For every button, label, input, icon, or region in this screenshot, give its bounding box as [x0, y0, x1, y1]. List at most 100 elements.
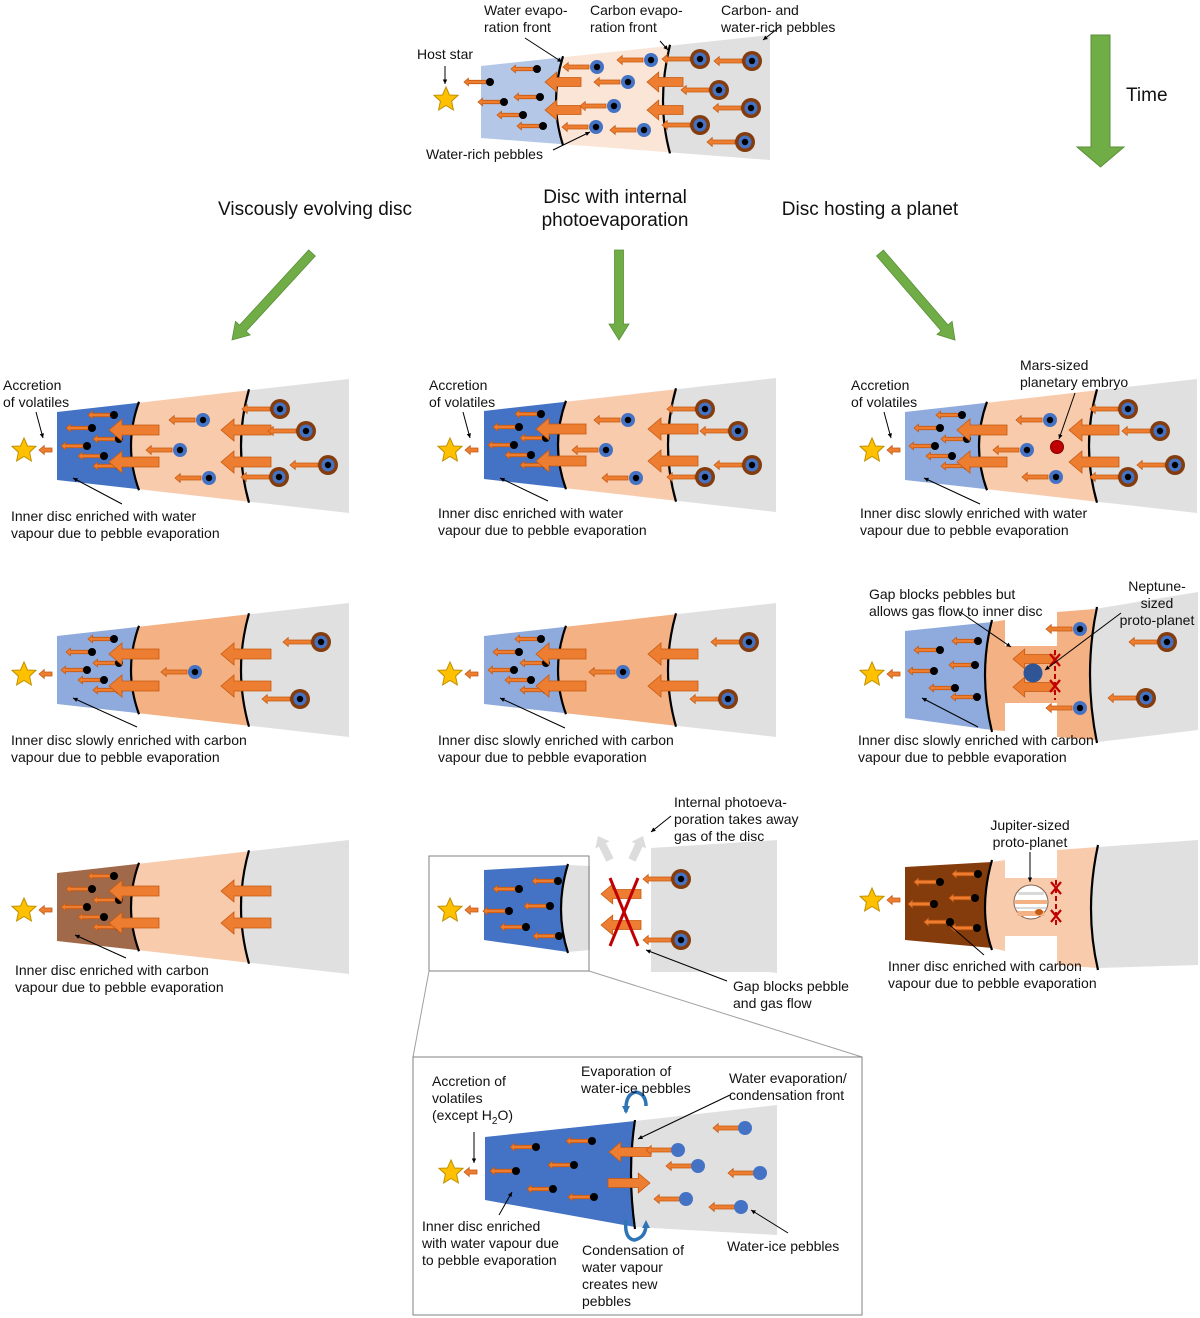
- mars-sized-embryo-icon: [1050, 440, 1064, 454]
- leader-arrowhead: [73, 478, 78, 483]
- vapour-molecule-icon: [930, 900, 938, 908]
- time-arrow-icon: [1075, 34, 1126, 168]
- pebble-core-icon: [696, 121, 704, 129]
- outer-disc-zone: [668, 603, 776, 737]
- carbon-evaporation-front: [666, 613, 678, 727]
- pebble-core-icon: [1052, 473, 1060, 481]
- pebble-drift-arrow: [992, 444, 1020, 456]
- pebble-core-icon: [1076, 704, 1084, 712]
- gas-flow-arrow: [220, 674, 272, 698]
- vapour-molecule-icon: [971, 661, 979, 669]
- outer-disc-zone: [1090, 592, 1198, 742]
- pebble-drift-arrow: [1045, 623, 1073, 635]
- outer-disc-zone: [1089, 379, 1197, 513]
- vapour-molecule-icon: [522, 923, 530, 931]
- leader-arrowhead: [922, 698, 927, 703]
- pebble-core-icon: [624, 78, 632, 86]
- label-gap-allows-gas: Gap blocks pebbles but allows gas flow t…: [869, 586, 1043, 619]
- middle-disc-zone: [131, 851, 249, 963]
- pebble-core-icon: [199, 416, 207, 424]
- top-schematic: [433, 25, 782, 160]
- inner-disc-pointer: [72, 697, 138, 728]
- pebble-drift-arrow: [562, 61, 590, 73]
- gas-flow-arrow: [108, 674, 160, 698]
- label-jupiter-sized: Jupiter-sized proto-planet: [990, 817, 1070, 850]
- leader-arrowhead: [763, 35, 768, 40]
- leader-arrowhead: [39, 433, 44, 438]
- pebble-core-icon: [632, 474, 640, 482]
- water-front-pointer: [524, 37, 563, 63]
- column-title-planet: Disc hosting a planet: [781, 199, 959, 220]
- gas-flow-arrow: [108, 911, 160, 935]
- pebble-drift-arrow: [601, 472, 629, 484]
- host-star-icon: [11, 661, 37, 686]
- pebble-core-icon: [724, 695, 732, 703]
- jupiter-band: [1015, 907, 1047, 909]
- label-water-rich-pebbles: Water-rich pebbles: [426, 146, 543, 162]
- label-neptune-sized: Neptune-sized proto-planet: [1119, 578, 1195, 628]
- caption-c3r1: Inner disc slowly enriched with water va…: [860, 505, 1088, 538]
- pebble-drift-arrow: [588, 666, 616, 678]
- vapour-molecule-icon: [951, 684, 959, 692]
- vapour-molecule-icon: [555, 932, 563, 940]
- carbon-evaporation-front: [239, 613, 251, 727]
- gas-flow-arrow: [535, 417, 587, 441]
- middle-disc-zone: [979, 390, 1097, 502]
- pebble-drift-arrow: [561, 121, 589, 133]
- neptune-sized-planet-icon: [1023, 663, 1043, 683]
- caption-c2r1: Inner disc enriched with water vapour du…: [438, 505, 647, 538]
- gas-flow-arrow: [647, 642, 699, 666]
- vapour-molecule-icon: [83, 442, 91, 450]
- vapour-molecule-icon: [519, 111, 527, 119]
- pebble-drift-arrow: [593, 414, 621, 426]
- pebble-core-icon: [701, 473, 709, 481]
- pebble-core-icon: [302, 427, 310, 435]
- pebble-drift-arrow: [1015, 414, 1043, 426]
- water-evaporation-front: [556, 400, 568, 490]
- leader-arrowhead: [663, 45, 668, 50]
- gas-flow-arrow: [220, 879, 272, 903]
- vapour-molecule-icon: [83, 666, 91, 674]
- vapour-molecule-icon: [510, 666, 518, 674]
- vapour-molecule-icon: [537, 410, 545, 418]
- leader-arrowhead: [507, 1192, 512, 1197]
- pebble-core-icon: [624, 416, 632, 424]
- accretion-arrow: [464, 668, 479, 680]
- vapour-molecule-icon: [527, 676, 535, 684]
- pebble-core-icon: [1023, 446, 1031, 454]
- pebble-core-icon: [619, 668, 627, 676]
- water-evaporation-front: [129, 401, 141, 491]
- leader-arrowhead: [887, 433, 892, 438]
- gap-block-x-icon: [1050, 881, 1062, 895]
- column-title-photoevaporation: Disc with internal photoevaporation: [541, 187, 689, 231]
- vapour-molecule-icon: [958, 411, 966, 419]
- pebble-drift-arrow: [616, 54, 644, 66]
- caption-c3r2: Inner disc slowly enriched with carbon v…: [858, 732, 1094, 765]
- label-carbon-evaporation-front: Carbon evapo- ration front: [590, 2, 683, 35]
- vapour-molecule-icon: [971, 894, 979, 902]
- jupiter-band: [1017, 911, 1045, 916]
- gas-flow-arrow: [220, 911, 272, 935]
- pebble-core-icon: [610, 102, 618, 110]
- leader-arrowhead: [500, 477, 505, 482]
- panel-c3r1: [859, 379, 1197, 513]
- caption-c3r3: Inner disc enriched with carbon vapour d…: [888, 958, 1097, 991]
- leader-arrowhead: [471, 1158, 477, 1163]
- label-inset-front: Water evaporation/ condensation front: [729, 1070, 847, 1103]
- carbon-evaporation-front: [239, 850, 251, 964]
- host-star-icon: [11, 897, 37, 922]
- arrow-to-planet-column: [876, 249, 956, 341]
- vapour-molecule-icon: [512, 1167, 520, 1175]
- carbon-evaporation-front: [1088, 606, 1099, 744]
- column-title-viscous: Viscously evolving disc: [218, 199, 412, 220]
- gas-flow-arrow: [956, 450, 1008, 474]
- pebble-core-icon: [1046, 416, 1054, 424]
- water-ice-pebble-icon: [679, 1192, 693, 1206]
- pebble-core-icon: [677, 875, 685, 883]
- water-evaporation-front: [559, 863, 570, 954]
- host-star-icon: [437, 437, 463, 462]
- panel-c3r3: [859, 840, 1198, 971]
- host-star-icon: [859, 437, 885, 462]
- vapour-molecule-icon: [930, 667, 938, 675]
- host-star-icon: [11, 437, 37, 462]
